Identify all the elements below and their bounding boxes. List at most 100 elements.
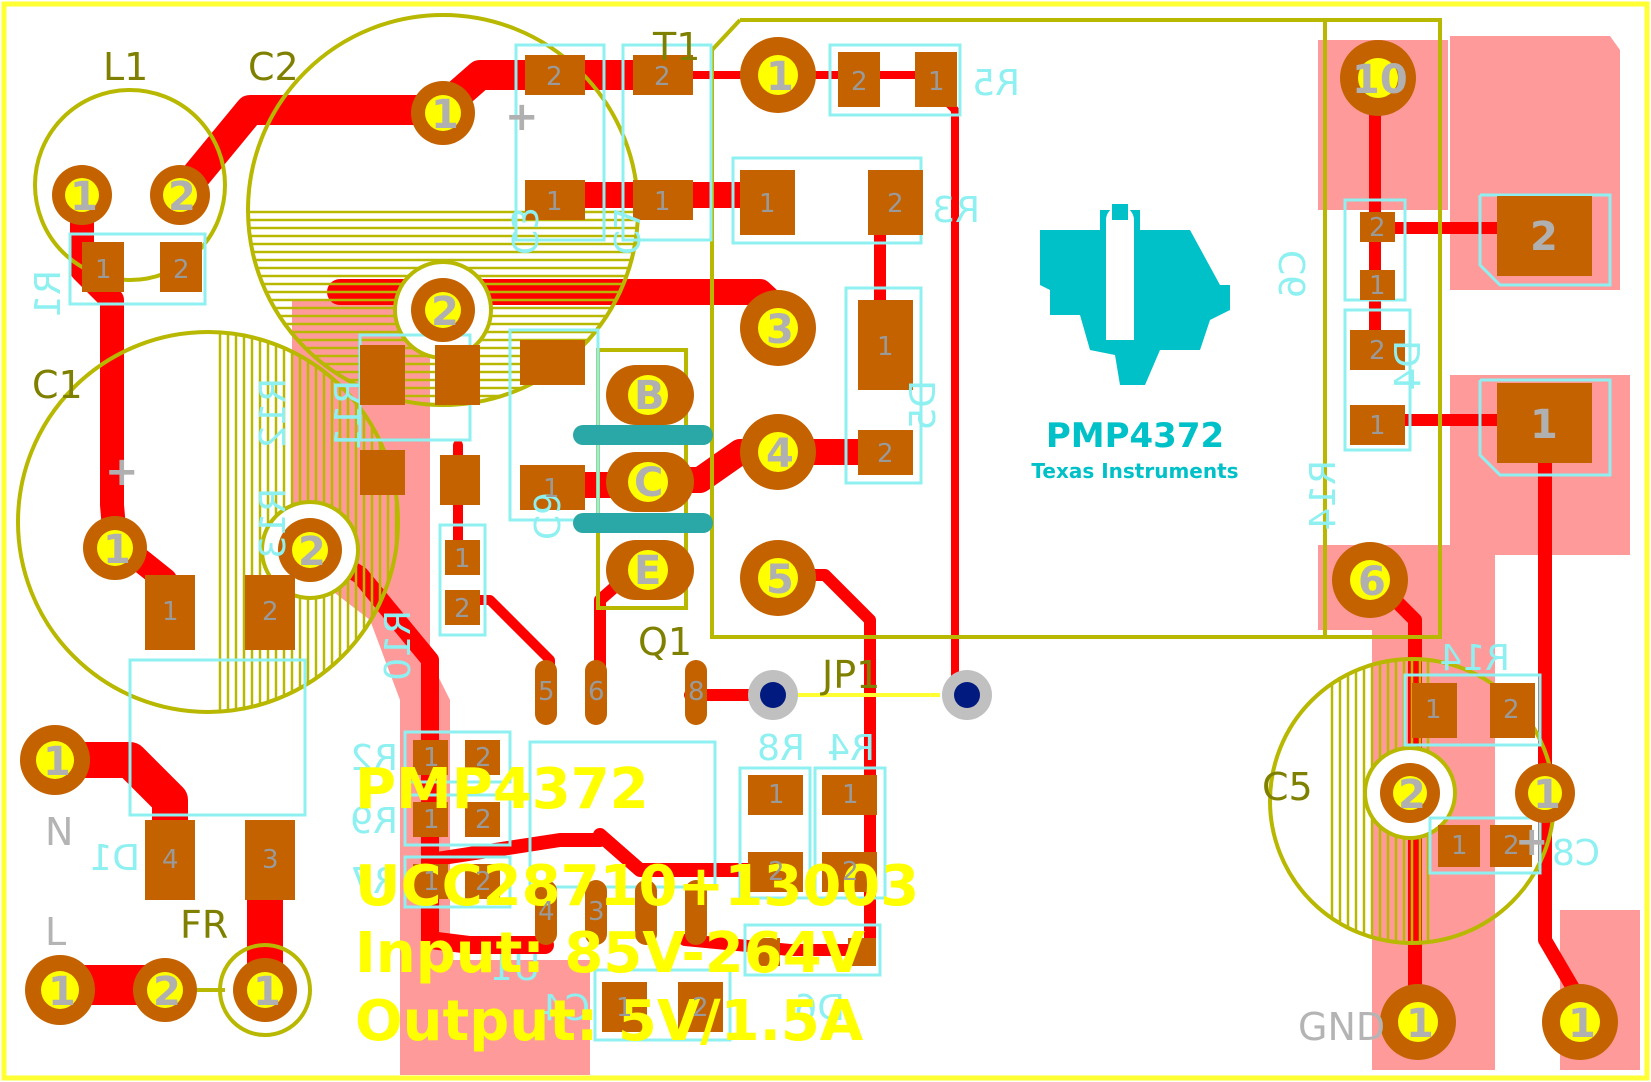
silk-line2: UCC28710+13003 <box>355 854 919 919</box>
pad <box>245 575 295 650</box>
pad <box>145 820 195 900</box>
pad <box>465 864 500 899</box>
th-t1-3 <box>740 290 816 366</box>
padnum-r14-2: 2 <box>1503 695 1520 725</box>
padnum-r4-1: 1 <box>842 780 859 810</box>
ref-r10: R10 <box>378 610 419 681</box>
ref-t1: T1 <box>652 25 700 69</box>
th-fr-2 <box>133 958 197 1022</box>
bottom-silk-layer <box>68 43 1612 1042</box>
th-t1-1 <box>740 37 816 113</box>
th-c1-1 <box>83 516 147 580</box>
pin-n: 1 <box>43 739 71 785</box>
r5-outline <box>828 43 962 117</box>
pin-t1-1: 1 <box>766 54 794 100</box>
net-gnd: GND <box>1298 1005 1385 1049</box>
ref-r8: R8 <box>757 728 805 769</box>
r4-outline <box>813 766 887 900</box>
pin-c1-2: 2 <box>298 529 326 575</box>
th-t1-6 <box>1332 542 1408 618</box>
pad <box>245 820 295 900</box>
pad <box>585 660 607 725</box>
pad <box>413 864 448 899</box>
padnum-r2-2: 2 <box>475 743 492 773</box>
ref-r5: R5 <box>972 63 1020 104</box>
pad <box>465 740 500 775</box>
padnum-u1-8: 8 <box>688 677 705 707</box>
net-n: N <box>45 810 73 854</box>
pad <box>435 345 480 405</box>
pin-c2-2: 2 <box>431 289 459 335</box>
padnum-d1-1: 1 <box>162 597 179 627</box>
heatsink-bar-bottom <box>573 513 713 533</box>
padnum-r2-1: 1 <box>423 743 440 773</box>
padnum-u1-5: 5 <box>538 677 555 707</box>
top-ref-labels: L1 C2 T1 C1 C5 Q1 JP1 FR + + + <box>32 25 1549 947</box>
pad <box>1350 405 1405 445</box>
th-gnd <box>1380 984 1456 1060</box>
ref-r1: R1 <box>28 270 69 318</box>
pad <box>535 660 557 725</box>
q1-heatsink <box>573 425 713 533</box>
padnum-r8-1: 1 <box>768 780 785 810</box>
pad <box>752 938 780 966</box>
pad <box>82 242 124 292</box>
pin-vout: 1 <box>1568 1001 1596 1047</box>
silk-line1: PMP4372 <box>355 757 649 822</box>
pad <box>748 775 803 815</box>
via-jp1-b <box>942 670 992 720</box>
pad <box>822 852 877 892</box>
th-q1-b <box>606 365 694 425</box>
ref-r14: R14 <box>1303 460 1344 531</box>
pin-c2-1: 1 <box>431 92 459 138</box>
pad <box>1412 683 1457 738</box>
pad <box>360 450 405 495</box>
th-t1-10 <box>1340 40 1416 116</box>
ref-c9: C9 <box>528 492 569 540</box>
pin-fr-1: 1 <box>253 969 281 1015</box>
d1-outline <box>128 658 307 817</box>
ref-q1: Q1 <box>638 620 692 664</box>
th-q1-e <box>606 540 694 600</box>
r2-outline <box>403 730 512 784</box>
pin-numbers: 1 2 1 2 1 2 1 3 4 5 10 6 B C E 1 1 2 1 2… <box>43 54 1596 1047</box>
padnum-c8-2: 2 <box>1503 831 1520 861</box>
ref-fr: FR <box>180 903 228 947</box>
ref-c3: C3 <box>506 207 547 255</box>
ref-c8: C8 <box>1552 833 1600 874</box>
padnum-r10-1: 1 <box>454 544 471 574</box>
pad <box>413 802 448 837</box>
th-n <box>20 725 90 795</box>
pad <box>445 590 480 625</box>
pin-c1-1: 1 <box>103 527 131 573</box>
ref-c6: C6 <box>1273 250 1314 298</box>
pad <box>740 170 795 235</box>
pad <box>520 465 585 510</box>
pad <box>685 660 707 725</box>
th-l1-1 <box>52 165 112 225</box>
padnum-r10-2: 2 <box>454 594 471 624</box>
l1-outline <box>33 88 227 282</box>
silk-line4: Output: 5V/1.5A <box>355 989 864 1054</box>
pad <box>525 55 585 95</box>
pad <box>822 775 877 815</box>
pour-output-d <box>1450 375 1630 1070</box>
ref-u1: U1 <box>491 948 540 989</box>
padnum-c3-2: 2 <box>654 62 671 92</box>
th-c1-2 <box>278 518 342 582</box>
trace-u1b <box>423 833 607 867</box>
pad <box>1497 196 1592 276</box>
pad <box>535 880 557 945</box>
pad <box>633 55 693 95</box>
ref-d6: D6 <box>794 988 845 1029</box>
padnum-r5-1: 1 <box>928 67 945 97</box>
padnum-d6-big-1: 1 <box>1530 402 1558 448</box>
pin-t1-3: 3 <box>766 307 794 353</box>
padnum-c8-1: 1 <box>1451 831 1468 861</box>
logo-title: PMP4372 <box>1046 416 1224 456</box>
ref-r2: R2 <box>350 738 398 779</box>
ref-d1: D1 <box>89 838 140 879</box>
ref-jp1: JP1 <box>820 653 880 697</box>
